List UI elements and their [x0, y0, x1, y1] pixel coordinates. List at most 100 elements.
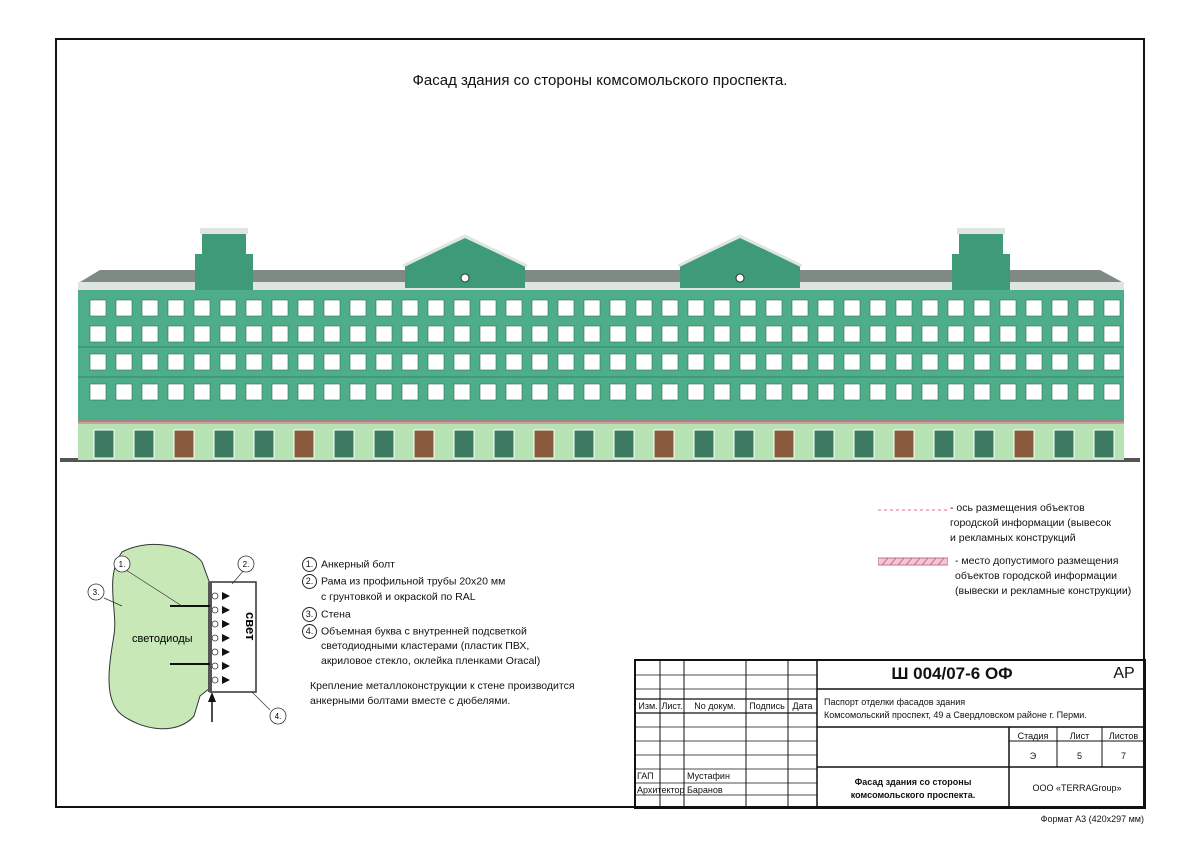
sheet-label: Лист: [1069, 731, 1090, 741]
window: [713, 299, 731, 317]
name-gap: Мустафин: [687, 771, 730, 781]
window: [193, 353, 211, 371]
ground-opening: [173, 429, 195, 459]
led-arrows: [222, 592, 230, 684]
window: [89, 383, 107, 401]
window: [973, 353, 991, 371]
window: [1103, 299, 1121, 317]
window: [349, 383, 367, 401]
ground-opening: [133, 429, 155, 459]
note-item: 4.Объемная буква с внутренней подсветкой: [302, 623, 602, 639]
window: [505, 299, 523, 317]
window: [557, 383, 575, 401]
window: [999, 353, 1017, 371]
window: [999, 325, 1017, 343]
wall-section: [108, 543, 211, 730]
ground-opening: [1053, 429, 1075, 459]
window: [635, 325, 653, 343]
ground-opening: [773, 429, 795, 459]
window: [453, 353, 471, 371]
window: [141, 299, 159, 317]
window: [973, 299, 991, 317]
window: [505, 353, 523, 371]
col-header: Лист.: [661, 701, 683, 711]
ground-opening: [213, 429, 235, 459]
window: [557, 299, 575, 317]
ground-floor-base: [78, 422, 1124, 460]
window: [479, 353, 497, 371]
window: [531, 299, 549, 317]
window: [297, 383, 315, 401]
window: [843, 383, 861, 401]
window: [245, 299, 263, 317]
sheet-title: комсомольского проспекта.: [850, 790, 976, 800]
ground-opening: [533, 429, 555, 459]
window: [349, 299, 367, 317]
window: [661, 325, 679, 343]
window: [895, 353, 913, 371]
window: [219, 299, 237, 317]
sign-zone: [78, 420, 1124, 424]
roof: [80, 270, 1122, 282]
company-name: ООО «TERRAGroup»: [1032, 783, 1122, 793]
window: [297, 325, 315, 343]
ground-opening: [1093, 429, 1115, 459]
window: [349, 325, 367, 343]
description: Комсомольский проспект, 49 а Свердловско…: [824, 710, 1087, 720]
sheets-value: 7: [1120, 751, 1126, 761]
col-header: Подпись: [749, 701, 785, 711]
window: [115, 383, 133, 401]
window: [167, 299, 185, 317]
window: [869, 383, 887, 401]
window: [427, 299, 445, 317]
window: [219, 383, 237, 401]
document-code: Ш 004/07-6 ОФ: [891, 664, 1013, 683]
window: [167, 325, 185, 343]
window: [271, 325, 289, 343]
window: [687, 353, 705, 371]
window: [791, 353, 809, 371]
window: [167, 383, 185, 401]
col-header: Изм.: [638, 701, 658, 711]
window: [739, 299, 757, 317]
window: [791, 383, 809, 401]
window: [219, 353, 237, 371]
window: [661, 383, 679, 401]
window: [583, 383, 601, 401]
window: [1103, 383, 1121, 401]
window: [245, 325, 263, 343]
sheets-label: Листов: [1108, 731, 1139, 741]
ground-opening: [373, 429, 395, 459]
window: [843, 353, 861, 371]
window: [609, 325, 627, 343]
window: [869, 325, 887, 343]
notes-list: 1.Анкерный болт 2.Рама из профильной тру…: [302, 557, 602, 709]
window: [661, 299, 679, 317]
window: [895, 325, 913, 343]
window: [817, 353, 835, 371]
ground-opening: [253, 429, 275, 459]
window: [1051, 299, 1069, 317]
window: [765, 383, 783, 401]
window: [505, 383, 523, 401]
window: [401, 353, 419, 371]
col-header: Дата: [792, 701, 813, 711]
window: [453, 383, 471, 401]
drawing-frame: [55, 38, 1145, 808]
window: [323, 383, 341, 401]
window: [921, 383, 939, 401]
fastening-note: Крепление металлоконструкции к стене про…: [310, 680, 575, 708]
paper-format: Формат А3 (420х297 мм): [1040, 814, 1144, 824]
window: [375, 325, 393, 343]
ground-opening: [453, 429, 475, 459]
window: [1077, 383, 1095, 401]
role-gap: ГАП: [637, 771, 654, 781]
description: Паспорт отделки фасадов здания: [824, 697, 966, 707]
window: [869, 353, 887, 371]
window: [141, 325, 159, 343]
window: [817, 383, 835, 401]
name-architect: Баранов: [687, 785, 723, 795]
window: [89, 325, 107, 343]
letter-label: свет: [243, 612, 258, 640]
window: [375, 353, 393, 371]
